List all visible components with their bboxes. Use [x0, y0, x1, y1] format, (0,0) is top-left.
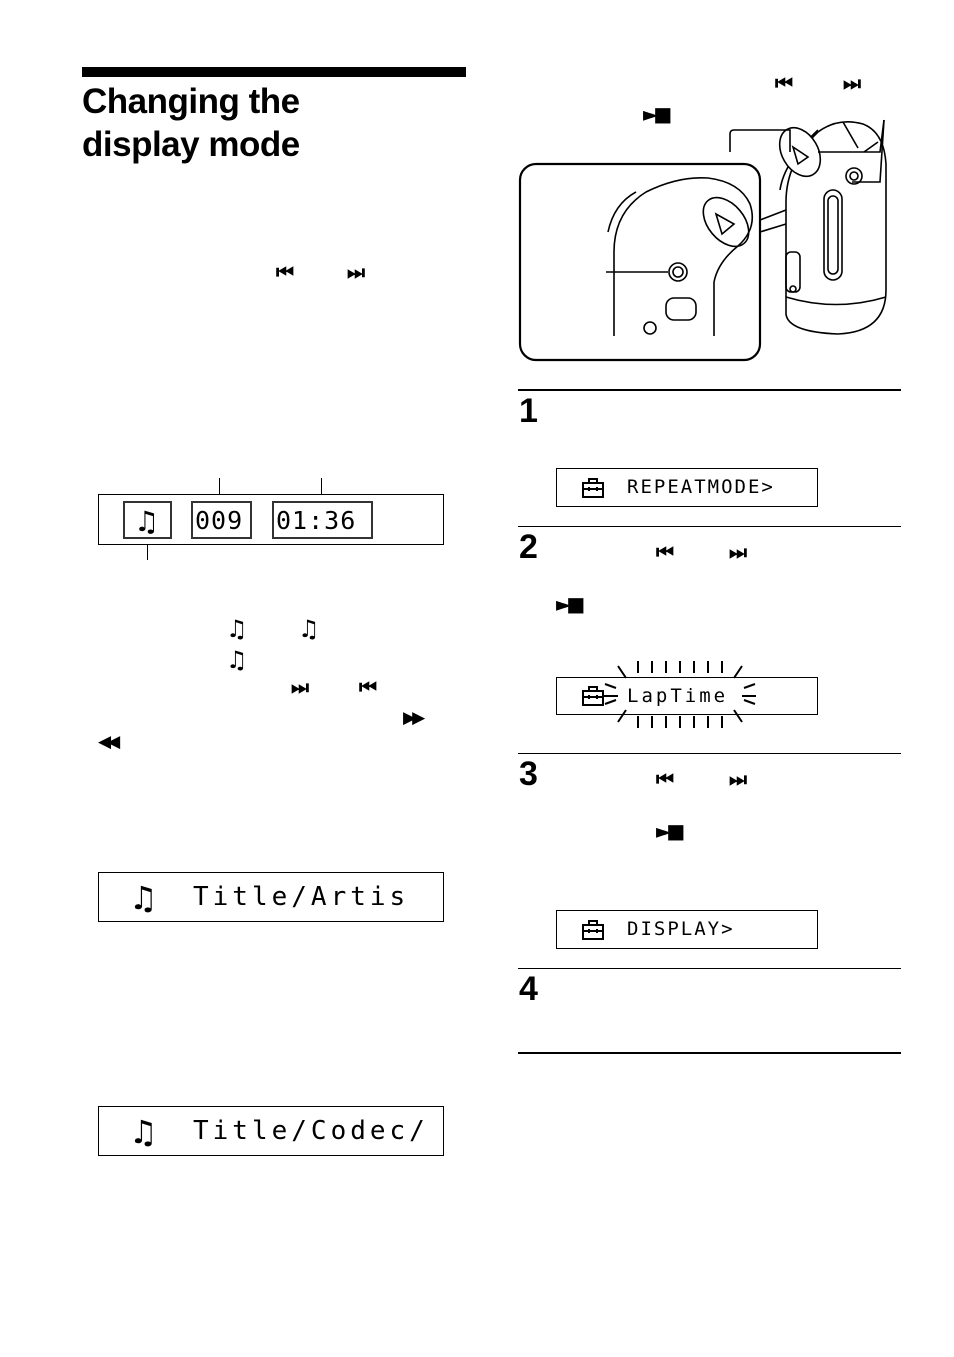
music-note-icon-b: ♫ [298, 615, 320, 643]
music-note-icon-a: ♫ [226, 615, 248, 643]
toolbox-icon [582, 920, 604, 940]
toolbox-icon [582, 478, 604, 498]
lcd-step-2-text: LapTime [627, 685, 729, 707]
lcd-step-3: DISPLAY> [556, 910, 818, 949]
lcd-display-main: ♫ 009 01:36 [98, 494, 444, 545]
prev-button-icon-5: ⏮ [656, 767, 674, 791]
prev-button-icon-4: ⏮ [656, 540, 674, 564]
blink-indicator-icon [604, 661, 756, 728]
lcd-step-1: REPEATMODE> [556, 468, 818, 507]
title-artist-text: Title/Artis [193, 882, 410, 912]
play-stop-icon-3: ►■ [656, 819, 685, 843]
play-stop-icon-2: ►■ [556, 592, 585, 616]
rewind-icon: ◀◀ [98, 732, 120, 752]
lcd-step-3-text: DISPLAY> [627, 918, 735, 940]
callout-line-icon [147, 538, 148, 560]
music-note-icon-box: ♫ [123, 501, 172, 539]
prev-button-icon-3: ⏮ [775, 71, 793, 95]
music-note-icon-e: ♫ [129, 1113, 158, 1151]
toolbox-icon [582, 686, 604, 706]
prev-button-icon-2: ⏮ [359, 675, 377, 699]
lcd-display-title-codec: ♫ Title/Codec/ [98, 1106, 444, 1156]
elapsed-time: 01:36 [276, 506, 357, 535]
music-note-icon: ♫ [134, 505, 160, 538]
step-2-number: 2 [519, 528, 538, 566]
title-codec-text: Title/Codec/ [193, 1116, 429, 1146]
callout-line-track [219, 478, 220, 500]
step-4-number: 4 [519, 970, 538, 1008]
next-button-icon-5: ⏭ [729, 767, 747, 791]
step-2-rule [518, 526, 901, 527]
title-rule [82, 67, 466, 77]
step-3-number: 3 [519, 755, 538, 793]
play-stop-icon: ►■ [643, 102, 672, 126]
lcd-display-title-artist: ♫ Title/Artis [98, 872, 444, 922]
music-note-icon-d: ♫ [129, 879, 158, 917]
next-button-icon-3: ⏭ [843, 71, 861, 95]
lcd-step-1-text: REPEATMODE> [627, 476, 775, 498]
page-title-line-1: Changing the [82, 82, 300, 121]
music-note-icon-c: ♫ [226, 646, 248, 674]
lcd-step-2: LapTime [556, 677, 818, 715]
track-number-box: 009 [191, 501, 252, 539]
next-button-icon: ⏭ [347, 260, 365, 284]
device-illustration [518, 119, 887, 362]
next-button-icon-2: ⏭ [291, 675, 309, 699]
callout-line-time [321, 478, 322, 500]
prev-button-icon: ⏮ [276, 260, 294, 284]
elapsed-time-box: 01:36 [272, 501, 373, 539]
step-3-rule [518, 753, 901, 754]
page-title: Changing the display mode [82, 80, 466, 166]
step-1-number: 1 [519, 392, 538, 430]
step-4-rule [518, 968, 901, 969]
next-button-icon-4: ⏭ [729, 540, 747, 564]
step-1-rule [518, 389, 901, 391]
fast-forward-icon: ▶▶ [403, 708, 425, 728]
page-title-line-2: display mode [82, 125, 300, 164]
track-number: 009 [195, 506, 244, 535]
steps-end-rule [518, 1052, 901, 1054]
